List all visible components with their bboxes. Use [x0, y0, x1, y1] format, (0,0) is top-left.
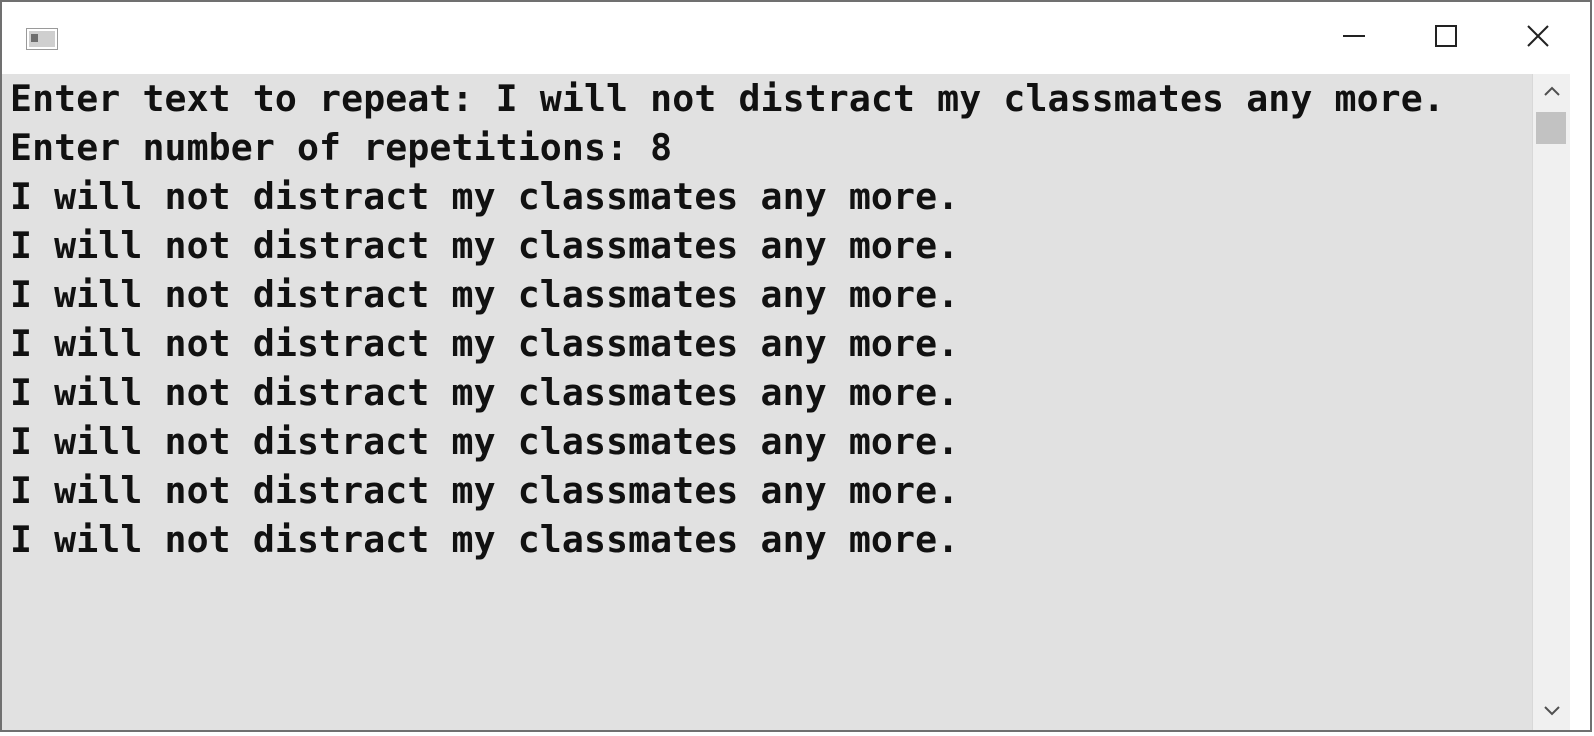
- scroll-up-button[interactable]: [1533, 74, 1570, 110]
- maximize-button[interactable]: [1400, 2, 1492, 74]
- console-line: Enter text to repeat: I will not distrac…: [10, 77, 1445, 120]
- close-icon: [1527, 24, 1549, 52]
- title-bar[interactable]: [2, 2, 1590, 74]
- vertical-scrollbar[interactable]: [1532, 74, 1570, 730]
- scroll-down-button[interactable]: [1533, 694, 1570, 730]
- console-line: I will not distract my classmates any mo…: [10, 224, 960, 267]
- maximize-icon: [1435, 24, 1457, 52]
- console-line: Enter number of repetitions: 8: [10, 126, 673, 169]
- console-line: I will not distract my classmates any mo…: [10, 518, 960, 561]
- console-line: I will not distract my classmates any mo…: [10, 469, 960, 512]
- chevron-down-icon: [1543, 703, 1560, 721]
- console-line: I will not distract my classmates any mo…: [10, 175, 960, 218]
- console-output[interactable]: Enter text to repeat: I will not distrac…: [2, 74, 1532, 730]
- minimize-button[interactable]: [1308, 2, 1400, 74]
- chevron-up-icon: [1543, 83, 1560, 101]
- console-line: I will not distract my classmates any mo…: [10, 420, 960, 463]
- close-button[interactable]: [1492, 2, 1584, 74]
- console-lines: Enter text to repeat: I will not distrac…: [10, 74, 1445, 564]
- minimize-icon: [1343, 25, 1365, 52]
- console-app-icon[interactable]: [26, 28, 58, 50]
- console-line: I will not distract my classmates any mo…: [10, 273, 960, 316]
- console-line: I will not distract my classmates any mo…: [10, 322, 960, 365]
- scroll-thumb[interactable]: [1536, 112, 1566, 144]
- console-line: I will not distract my classmates any mo…: [10, 371, 960, 414]
